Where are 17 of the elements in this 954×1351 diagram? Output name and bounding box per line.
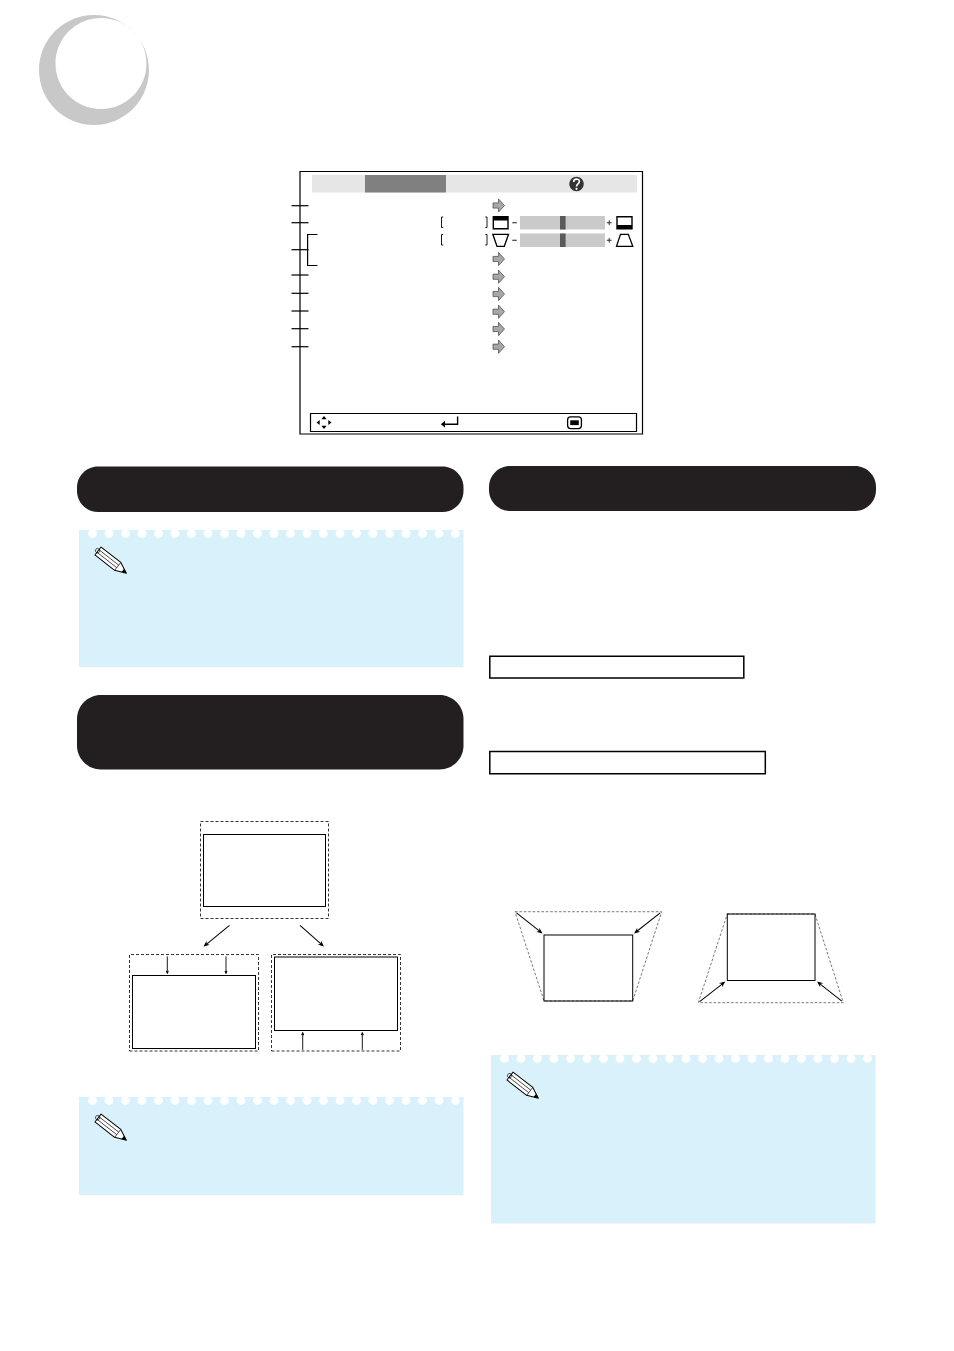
heading-band xyxy=(77,466,464,512)
screen-rectangle xyxy=(274,956,398,1031)
arrow xyxy=(301,1032,305,1051)
arrow xyxy=(299,924,324,947)
heading-band xyxy=(489,466,876,511)
dashed-frame xyxy=(129,954,259,1052)
arrow xyxy=(360,1032,364,1051)
arrow xyxy=(165,955,169,974)
arrow xyxy=(224,955,228,974)
screen-rectangle xyxy=(726,913,816,981)
arrow xyxy=(204,924,230,947)
dashed-frame xyxy=(200,821,329,919)
heading-band xyxy=(77,695,464,770)
dashed-frame xyxy=(271,954,401,1052)
screen-rectangle xyxy=(543,934,634,1002)
screen-rectangle xyxy=(132,975,256,1049)
screen-rectangle xyxy=(203,834,326,907)
